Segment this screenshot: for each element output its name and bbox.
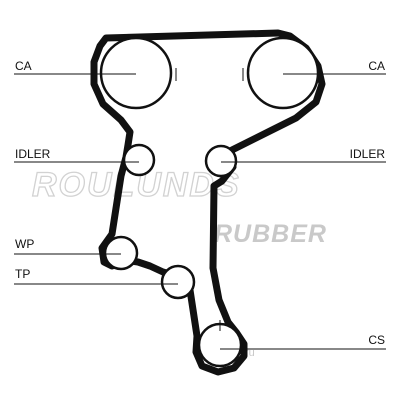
label-tp: TP xyxy=(15,267,30,281)
watermark: ROULUNDS RUBBER ozon.ru xyxy=(31,165,327,359)
idler-pulley-left xyxy=(122,143,156,177)
label-cs: CS xyxy=(368,333,385,347)
camshaft-pulley-left xyxy=(99,36,177,110)
camshaft-pulley-right xyxy=(242,36,320,110)
label-idler-left: IDLER xyxy=(15,147,51,161)
idler-pulley-right xyxy=(204,144,238,178)
watermark-product: RUBBER xyxy=(214,220,327,248)
water-pump-pulley xyxy=(103,235,139,271)
label-wp: WP xyxy=(15,237,34,251)
label-idler-right: IDLER xyxy=(350,147,386,161)
label-ca-left: CA xyxy=(15,59,32,73)
label-ca-right: CA xyxy=(368,59,385,73)
crankshaft-pulley xyxy=(197,320,243,368)
timing-belt xyxy=(90,29,326,376)
tensioner-pulley xyxy=(160,264,196,300)
